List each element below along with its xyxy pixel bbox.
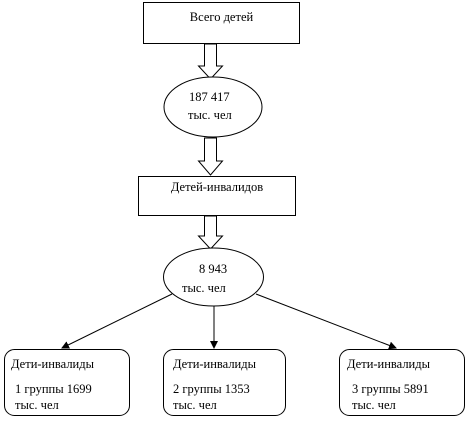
arrow-to-group-3 <box>255 293 397 350</box>
hollow-arrow-down <box>197 43 224 80</box>
group-3-unit: тыс. чел <box>352 398 396 412</box>
total-children-unit: тыс. чел <box>188 108 232 122</box>
disabled-children-ellipse <box>163 247 264 307</box>
group-2-title: Дети-инвалиды <box>173 357 257 371</box>
disabled-children-unit: тыс. чел <box>182 281 226 295</box>
group-1-count: 1 группы 1699 <box>15 382 92 396</box>
group-2-unit: тыс. чел <box>173 398 217 412</box>
total-children-label: Всего детей <box>189 10 254 24</box>
group-2-box <box>163 349 286 416</box>
disabled-children-value: 8 943 <box>199 262 228 276</box>
group-1-box <box>4 349 130 416</box>
group-3-title: Дети-инвалиды <box>347 357 431 371</box>
total-children-ellipse <box>163 76 263 138</box>
group-3-count: 3 группы 5891 <box>352 382 429 396</box>
disabled-children-box <box>138 176 296 216</box>
group-1-unit: тыс. чел <box>15 398 59 412</box>
group-3-box <box>339 349 465 416</box>
arrow-to-group-1 <box>61 293 173 349</box>
group-2-count: 2 группы 1353 <box>173 382 250 396</box>
group-1-title: Дети-инвалиды <box>11 357 95 371</box>
disabled-children-label: Детей-инвалидов <box>170 180 264 194</box>
hollow-arrow-down <box>197 137 224 176</box>
total-children-box <box>143 2 300 44</box>
hollow-arrow-down <box>197 215 224 250</box>
total-children-value: 187 417 <box>189 90 230 104</box>
